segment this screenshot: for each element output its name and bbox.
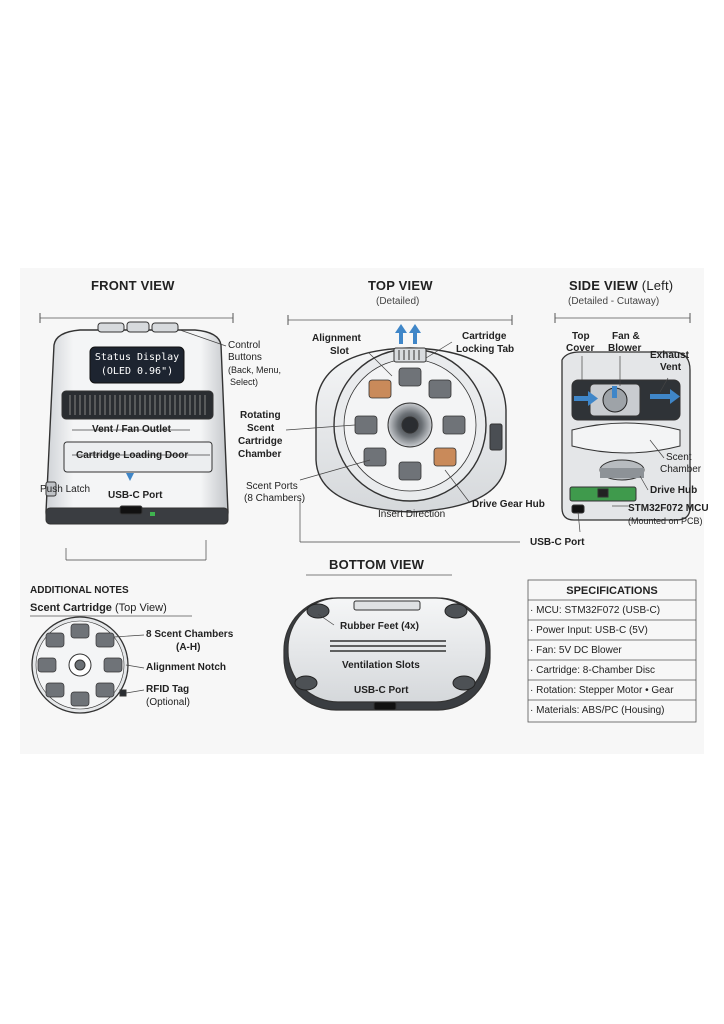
alignment-notch-label: Alignment Notch (146, 662, 226, 673)
exhaust-vent-label-2: Vent (660, 362, 682, 373)
side-view-drawing (554, 313, 691, 533)
front-view-title: FRONT VIEW (91, 278, 175, 293)
spec-row: · Cartridge: 8-Chamber Disc (530, 665, 655, 676)
side-view-title-suffix: (Left) (641, 278, 674, 293)
spec-row: · Materials: ABS/PC (Housing) (530, 705, 665, 716)
mcu-label: STM32F072 MCU (628, 503, 709, 514)
top-cover-label-2: Cover (566, 343, 595, 354)
spec-value: STM32F072 (USB-C) (564, 605, 661, 616)
rfid-tag-label: RFID Tag (146, 684, 190, 695)
scent-chamber-label-2: Chamber (660, 464, 702, 475)
side-view-title: SIDE VIEW (Left) (569, 278, 673, 293)
spec-row: · Rotation: Stepper Motor • Gear (530, 685, 674, 696)
top-cover-label: Top (572, 331, 590, 342)
spec-row: · Power Input: USB-C (5V) (530, 625, 648, 636)
spec-key: · Rotation: (530, 685, 577, 696)
vent-fan-outlet-label: Vent / Fan Outlet (92, 424, 171, 435)
side-usbc-label: USB-C Port (530, 537, 585, 548)
specifications-table (527, 579, 697, 723)
spec-value: 8-Chamber Disc (582, 665, 656, 676)
scent-ports-label: Scent Ports (246, 481, 298, 492)
bottom-usbc-label: USB-C Port (354, 685, 409, 696)
status-display-line2: (OLED 0.96") (100, 366, 174, 377)
spec-key: · Fan: (530, 645, 557, 656)
additional-notes-title: ADDITIONAL NOTES (30, 585, 129, 596)
scent-cartridge-title-main: Scent Cartridge (30, 602, 112, 614)
specifications-title: SPECIFICATIONS (566, 585, 658, 597)
cartridge-door-label: Cartridge Loading Door (76, 450, 189, 461)
scent-chambers-label-2: (A-H) (176, 642, 201, 653)
drive-hub-label: Drive Hub (650, 485, 698, 496)
scent-cartridge-title: Scent Cartridge (Top View) (30, 602, 167, 614)
scent-chambers-label: 8 Scent Chambers (146, 629, 234, 640)
side-view-subtitle: (Detailed - Cutaway) (568, 296, 660, 307)
spec-row: · MCU: STM32F072 (USB-C) (530, 605, 660, 616)
bottom-view-drawing (283, 574, 491, 711)
locking-tab-label-2: Locking Tab (456, 344, 515, 355)
top-view-drawing (285, 315, 520, 543)
spec-key: · MCU: (530, 605, 562, 616)
top-view-title: TOP VIEW (368, 278, 433, 293)
insert-direction-label: Insert Direction (378, 509, 446, 520)
scent-cartridge-drawing (30, 615, 192, 714)
alignment-slot-label-2: Slot (330, 346, 349, 357)
fan-blower-label-2: Blower (608, 343, 642, 354)
front-view-drawing (39, 313, 234, 561)
spec-value: USB-C (5V) (595, 625, 648, 636)
spec-key: · Power Input: (530, 625, 593, 636)
locking-tab-label: Cartridge (462, 331, 507, 342)
spec-value: 5V DC Blower (558, 645, 622, 656)
control-buttons-sublabel: (Back, Menu, (228, 365, 282, 375)
alignment-slot-label: Alignment (312, 333, 361, 344)
status-display-line1: Status Display (94, 352, 180, 363)
spec-value: Stepper Motor • Gear (578, 685, 674, 696)
spec-value: ABS/PC (Housing) (581, 705, 665, 716)
fan-blower-label: Fan & (612, 331, 640, 342)
rubber-feet-label: Rubber Feet (4x) (340, 621, 419, 632)
control-buttons-label-2: Buttons (228, 352, 262, 363)
front-usbc-label: USB-C Port (108, 490, 163, 501)
scent-chamber-label: Scent (666, 452, 692, 463)
bottom-view-title: BOTTOM VIEW (329, 557, 425, 572)
side-view-title-main: SIDE VIEW (569, 278, 638, 293)
control-buttons-label: Control (228, 340, 261, 351)
rotating-label-1: Rotating (240, 410, 281, 421)
rotating-label-2: Scent (247, 423, 275, 434)
exhaust-vent-label: Exhaust (650, 350, 689, 361)
rotating-label-3: Cartridge (238, 436, 283, 447)
spec-key: · Materials: (530, 705, 580, 716)
rfid-tag-sublabel: (Optional) (146, 697, 190, 708)
drive-gear-hub-label: Drive Gear Hub (472, 499, 545, 510)
push-latch-label: Push Latch (40, 484, 91, 495)
spec-row: · Fan: 5V DC Blower (530, 645, 622, 656)
mcu-sublabel: (Mounted on PCB) (628, 516, 703, 526)
top-view-subtitle: (Detailed) (376, 296, 420, 307)
control-buttons-sublabel-2: Select) (230, 377, 259, 387)
rotating-label-4: Chamber (238, 449, 282, 460)
scent-cartridge-title-suffix: (Top View) (114, 602, 167, 614)
scent-ports-label-2: (8 Chambers) (244, 493, 306, 504)
spec-key: · Cartridge: (530, 665, 581, 676)
ventilation-slots-label: Ventilation Slots (342, 660, 420, 671)
